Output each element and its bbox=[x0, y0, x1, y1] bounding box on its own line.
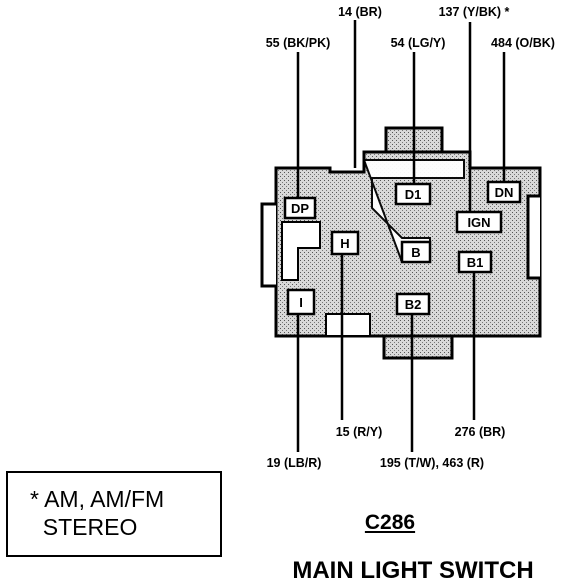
footnote-box: * AM, AM/FM STEREO bbox=[6, 471, 222, 557]
wire-label-484: 484 (O/BK) bbox=[491, 36, 555, 50]
wire-label-276: 276 (BR) bbox=[455, 425, 506, 439]
pin-cavities: DP D1 DN IGN H B B1 I B2 bbox=[283, 180, 522, 316]
pin-dn-box bbox=[486, 180, 522, 204]
pin-b2-label: B2 bbox=[405, 297, 422, 312]
connector-title: MAIN LIGHT SWITCH bbox=[292, 557, 534, 584]
wire-label-19: 19 (LB/R) bbox=[267, 456, 322, 470]
wire-labels: 14 (BR) 137 (Y/BK) * 55 (BK/PK) 54 (LG/Y… bbox=[266, 5, 555, 470]
pin-i-label: I bbox=[299, 295, 303, 310]
footnote-text: * AM, AM/FM STEREO bbox=[30, 486, 165, 540]
pin-b2-box bbox=[395, 292, 431, 316]
pin-ign-box bbox=[455, 210, 503, 234]
pin-dp-box bbox=[283, 196, 317, 220]
pin-h-box bbox=[330, 230, 360, 256]
wire-label-54: 54 (LG/Y) bbox=[391, 36, 446, 50]
pin-b1-box bbox=[457, 250, 493, 274]
connector-id: C286 bbox=[364, 511, 416, 534]
pin-ign-label: IGN bbox=[467, 215, 490, 230]
pin-b-label: B bbox=[411, 245, 420, 260]
pin-h-label: H bbox=[340, 236, 349, 251]
leader-lines bbox=[296, 20, 506, 452]
pin-b-box bbox=[400, 240, 432, 264]
wire-label-15: 15 (R/Y) bbox=[336, 425, 383, 439]
pin-dn-label: DN bbox=[495, 185, 514, 200]
wire-label-14: 14 (BR) bbox=[338, 5, 382, 19]
pin-b1-label: B1 bbox=[467, 255, 484, 270]
pin-i-box bbox=[286, 288, 316, 316]
pin-dp-label: DP bbox=[291, 201, 309, 216]
wire-label-137: 137 (Y/BK) * bbox=[439, 5, 510, 19]
wire-label-195: 195 (T/W), 463 (R) bbox=[380, 456, 484, 470]
pin-d1-label: D1 bbox=[405, 187, 422, 202]
wire-label-55: 55 (BK/PK) bbox=[266, 36, 331, 50]
pin-d1-box bbox=[394, 182, 432, 206]
